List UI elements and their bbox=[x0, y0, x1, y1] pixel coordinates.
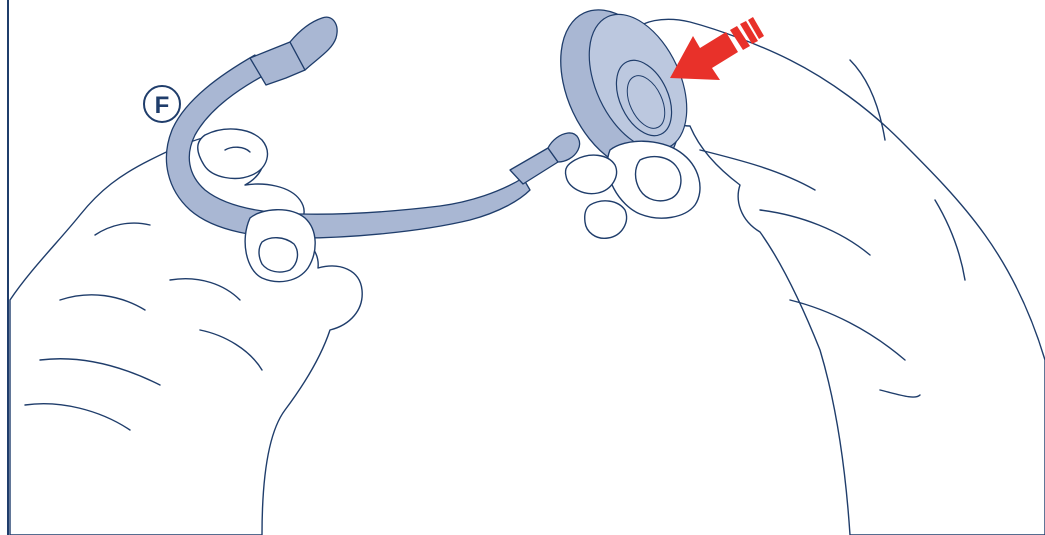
right-hand-fingers bbox=[565, 141, 700, 238]
callout-f: F bbox=[144, 86, 180, 122]
tube-lower-cuff bbox=[510, 148, 558, 184]
right-middle-finger bbox=[585, 201, 627, 238]
callout-label: F bbox=[155, 92, 170, 119]
left-thumb bbox=[245, 210, 315, 282]
right-hand bbox=[626, 19, 1045, 535]
curved-tube bbox=[166, 17, 579, 238]
right-index-finger bbox=[565, 155, 616, 193]
right-palm bbox=[626, 19, 1045, 535]
